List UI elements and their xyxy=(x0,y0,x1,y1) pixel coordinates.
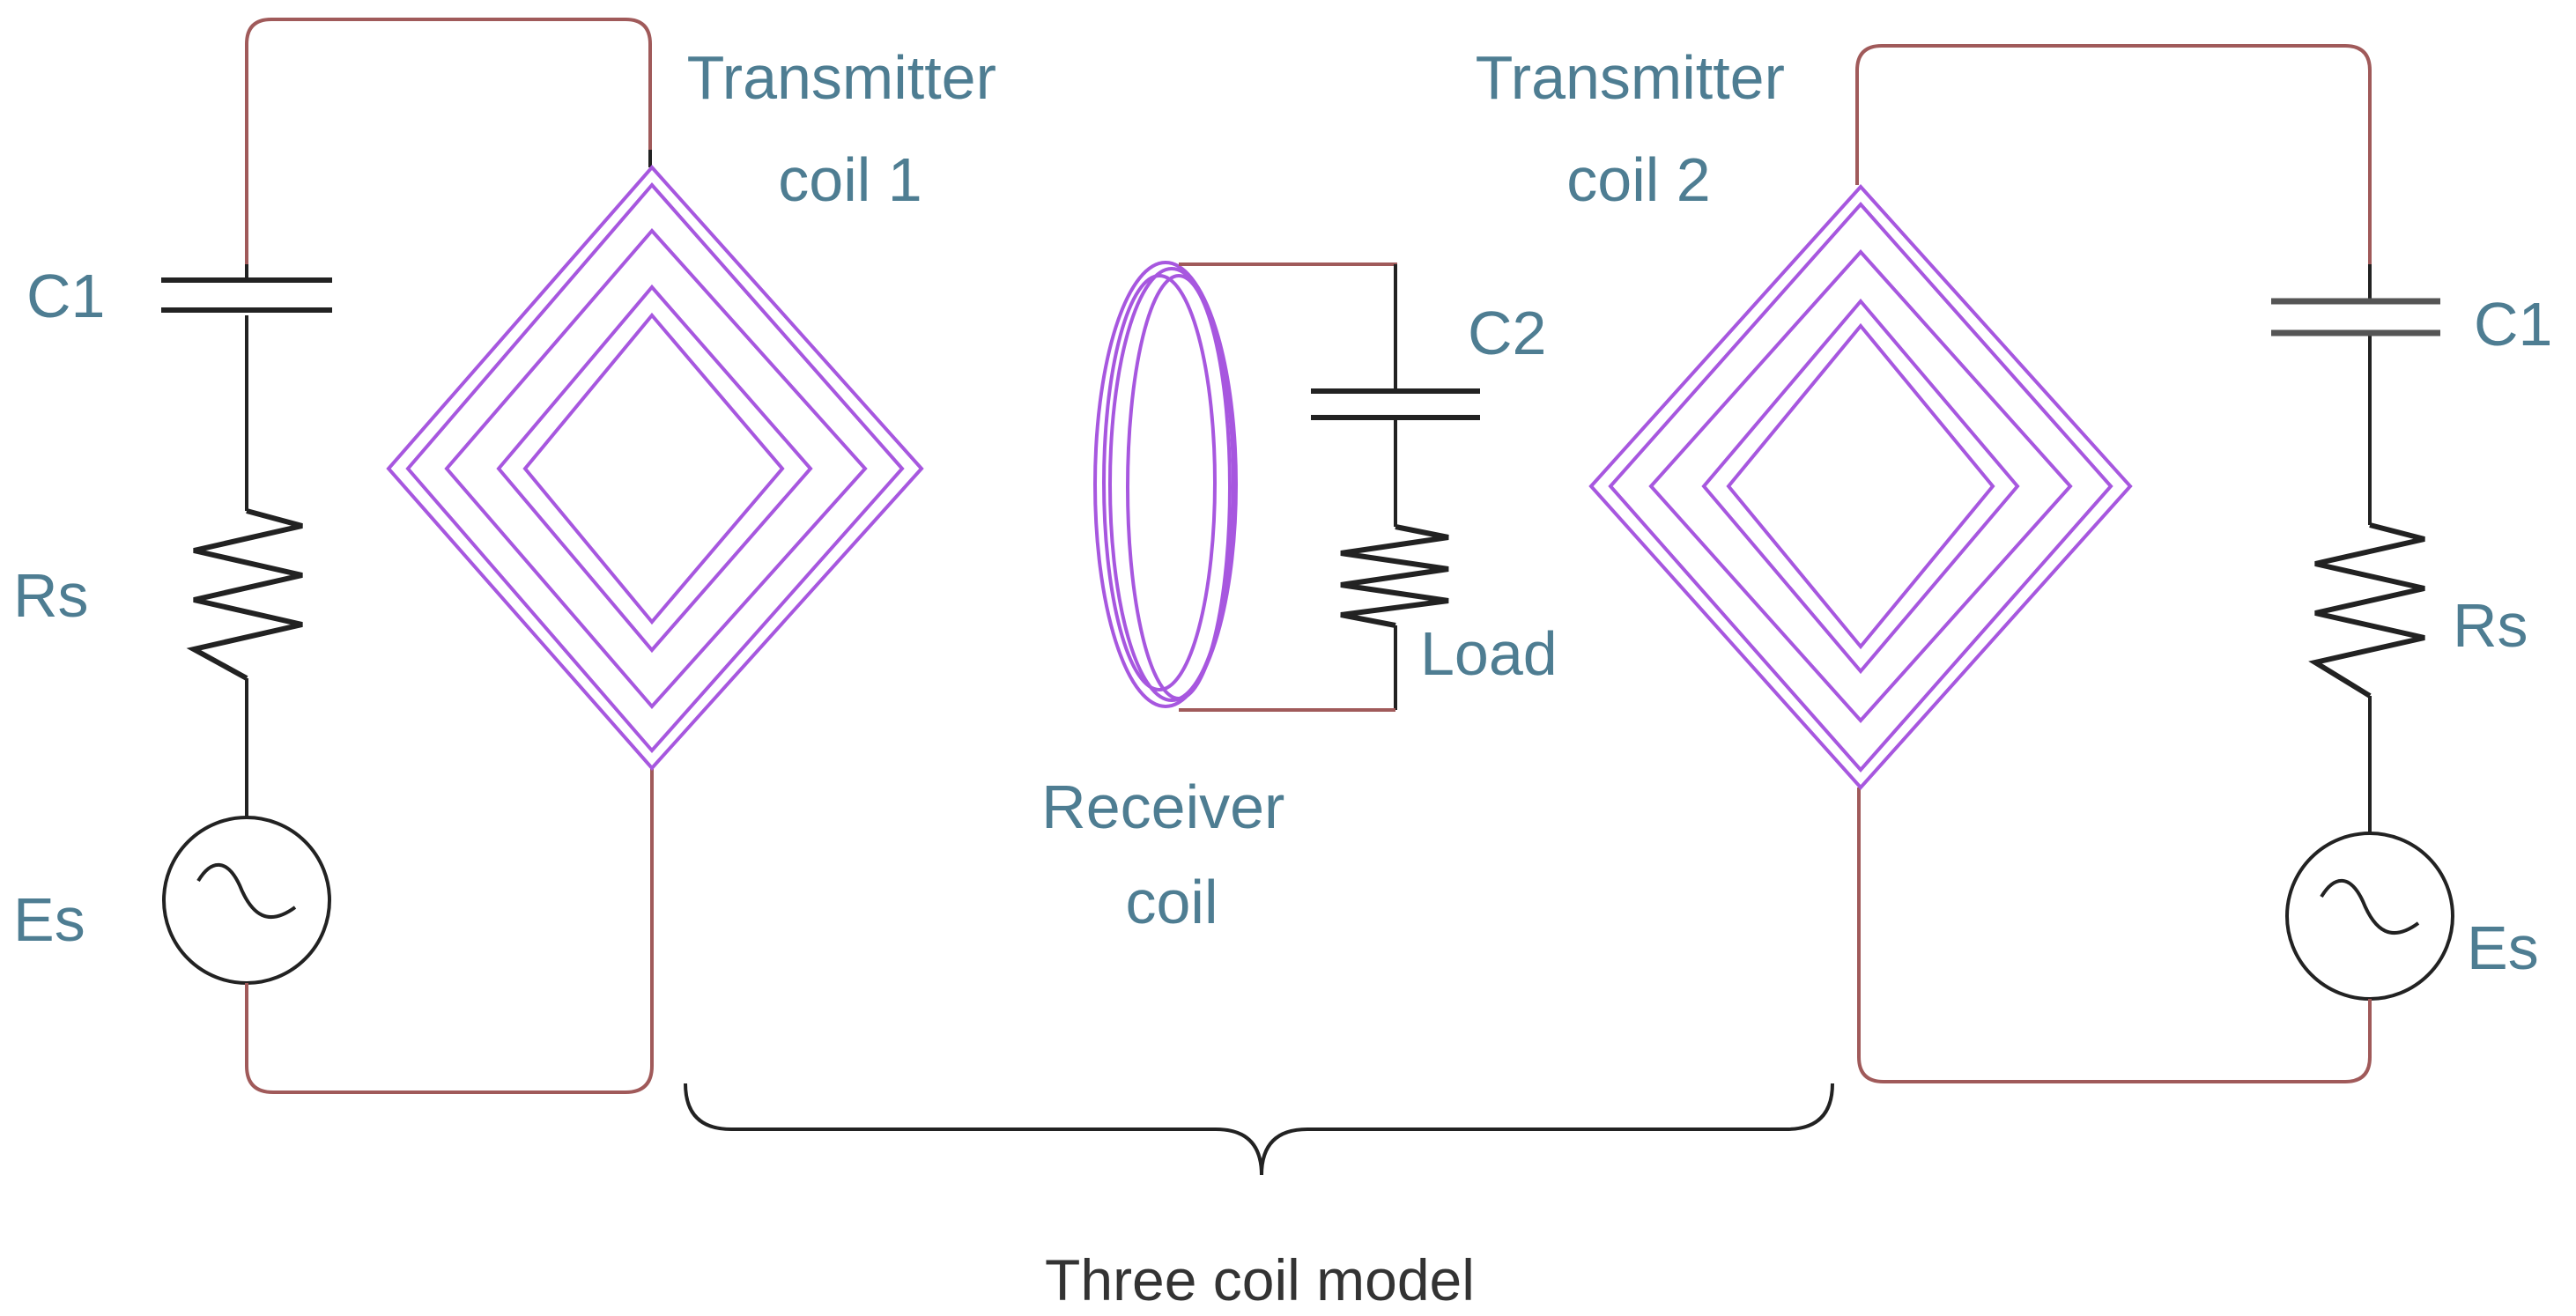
receiver-coil xyxy=(1093,261,1238,708)
receiver-coil-label: Receiver coil xyxy=(1041,773,1302,936)
left-ac-source-wave xyxy=(196,862,297,919)
receiver-coil-label-line2: coil xyxy=(1125,868,1218,936)
receiver-top-wire xyxy=(1179,262,1397,273)
transmitter-coil-2-label-line1: Transmitter xyxy=(1476,43,1785,112)
transmitter-coil-1 xyxy=(386,164,924,772)
left-source-label: Es xyxy=(13,885,85,954)
left-transmitter-circuit xyxy=(161,18,924,1094)
transmitter-coil-1-label-line2: coil 1 xyxy=(778,145,922,214)
transmitter-coil-2-label: Transmitter coil 2 xyxy=(1476,43,1802,214)
left-resistor-label: Rs xyxy=(13,561,89,630)
right-capacitor-label: C1 xyxy=(2474,290,2552,359)
left-resistor xyxy=(186,508,303,681)
three-coil-brace xyxy=(684,1083,1834,1176)
transmitter-coil-1-label-line1: Transmitter xyxy=(687,43,996,112)
transmitter-coil-2 xyxy=(1588,184,2133,790)
receiver-load-resistor xyxy=(1340,524,1449,628)
left-top-wire xyxy=(245,18,652,264)
transmitter-coil-2-label-line2: coil 2 xyxy=(1566,145,1710,214)
right-bottom-wire xyxy=(1857,787,2372,1083)
receiver-coil-label-line1: Receiver xyxy=(1041,773,1284,841)
right-transmitter-circuit xyxy=(1588,44,2454,1083)
right-source-label: Es xyxy=(2467,913,2539,982)
model-caption: Three coil model xyxy=(1045,1247,1475,1312)
receiver-capacitor-label: C2 xyxy=(1468,299,1546,367)
load-label: Load xyxy=(1420,619,1558,688)
right-ac-source-wave xyxy=(2320,878,2420,935)
right-resistor xyxy=(2308,522,2425,699)
receiver-circuit xyxy=(1093,261,1480,712)
left-capacitor-label: C1 xyxy=(26,262,105,330)
left-bottom-wire xyxy=(245,766,654,1094)
transmitter-coil-1-label: Transmitter coil 1 xyxy=(687,43,1014,214)
right-resistor-label: Rs xyxy=(2453,591,2528,660)
right-top-wire xyxy=(1855,44,2372,299)
